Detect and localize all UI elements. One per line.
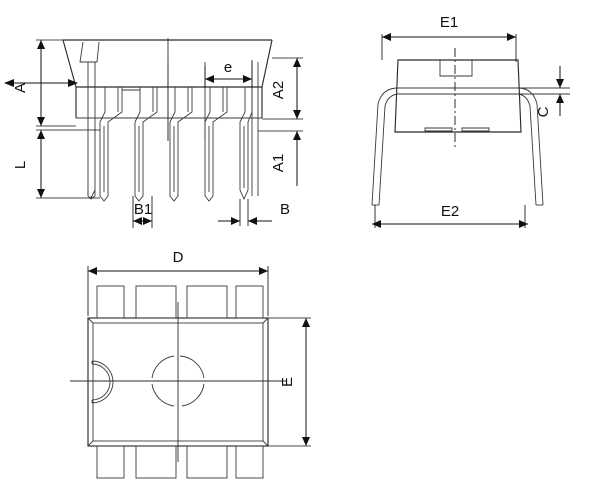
dimension-label-E2: E2: [441, 203, 459, 220]
front-leads: [87, 62, 259, 202]
dimension-E: E: [268, 317, 311, 447]
dimension-C: C: [535, 66, 564, 117]
top-leads-lower: [96, 445, 264, 479]
dimension-E2: E2: [372, 203, 528, 228]
dimension-E1: E1: [381, 14, 517, 62]
side-body-outline: [394, 59, 522, 133]
dimension-label-A: A: [12, 83, 29, 93]
dimension-label-C: C: [535, 106, 552, 117]
dimension-label-E1: E1: [440, 14, 458, 31]
top-leads-upper: [96, 285, 264, 319]
dimension-label-e: e: [224, 59, 232, 76]
dimension-A2: A2: [262, 57, 303, 120]
dimension-label-A1: A1: [270, 154, 287, 172]
dimension-D: D: [87, 249, 269, 316]
dimension-e: e: [204, 59, 253, 88]
pin1-notch-icon: [91, 360, 114, 404]
dimension-L: L: [12, 129, 100, 199]
center-dimple-icon: [151, 355, 205, 407]
side-leads: [371, 87, 570, 206]
dimension-label-B1: B1: [134, 201, 152, 218]
dimension-A1: A1: [258, 130, 303, 186]
dimension-B: B: [218, 199, 290, 226]
dimension-B1: B1: [132, 196, 153, 228]
dimension-label-D: D: [173, 249, 184, 266]
front-elevation-view: A L A2 A1: [4, 38, 303, 228]
top-plan-view: D E: [70, 249, 311, 479]
dimension-label-B: B: [280, 201, 290, 218]
dimension-label-E: E: [279, 377, 296, 387]
end-elevation-view: E1 E2 C: [371, 14, 570, 228]
dimension-A: A: [4, 39, 78, 127]
dimension-label-L: L: [12, 161, 29, 169]
front-body-outline: [62, 39, 273, 119]
dimension-label-A2: A2: [270, 81, 287, 99]
